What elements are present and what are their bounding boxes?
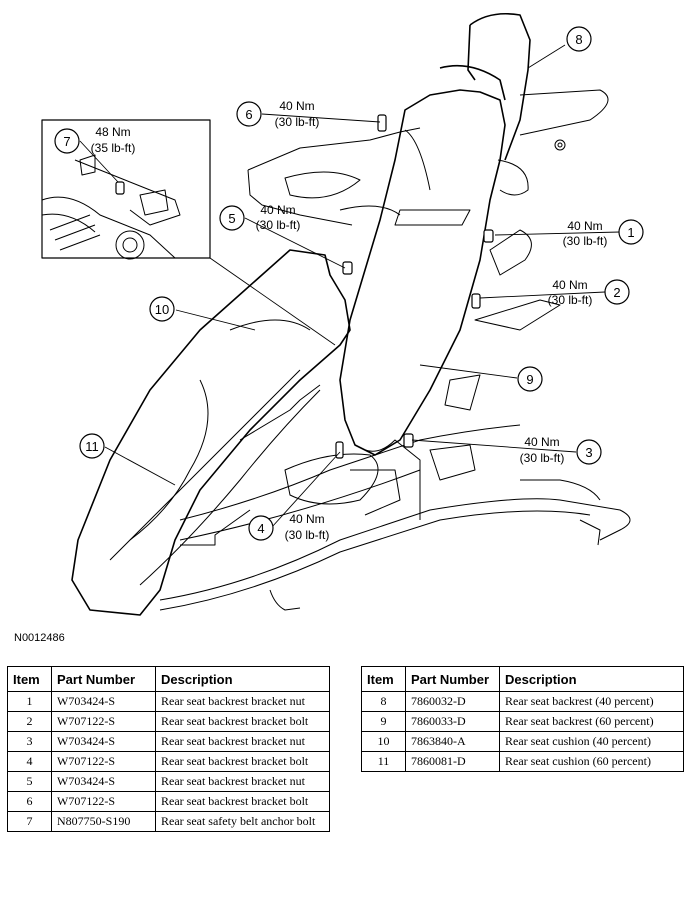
leader-lines [79,44,621,528]
callout-11-number: 11 [85,439,99,454]
figure-id: N0012486 [14,632,65,644]
callout-8-number: 8 [575,32,582,47]
description-cell: Rear seat safety belt anchor bolt [155,811,330,832]
callout-9-number: 9 [526,372,533,387]
callout-6-torque-lbft: (30 lb-ft) [275,115,320,129]
header-description: Description [499,666,684,692]
part-number-cell: 7860032-D [405,691,500,712]
detail-inset [41,119,211,260]
description-cell: Rear seat backrest (40 percent) [499,691,684,712]
description-cell: Rear seat backrest (60 percent) [499,711,684,732]
part-number-cell: 7860033-D [405,711,500,732]
callout-4-number: 4 [257,521,264,536]
item-cell: 5 [7,771,52,792]
description-cell: Rear seat backrest bracket nut [155,731,330,752]
callout-7-number: 7 [63,134,70,149]
callout-4-torque-lbft: (30 lb-ft) [285,528,330,542]
callout-1-number: 1 [627,225,634,240]
item-cell: 10 [361,731,406,752]
callout-4-torque-nm: 40 Nm [289,512,324,526]
seat-diagram: 1 2 3 4 5 6 7 8 9 10 11 40 Nm (30 lb-ft)… [41,12,644,616]
callout-5-number: 5 [228,211,235,226]
part-number-cell: W707122-S [51,711,156,732]
callout-3-number: 3 [585,445,592,460]
callout-circles [54,26,644,541]
callout-3-torque-nm: 40 Nm [524,435,559,449]
description-cell: Rear seat backrest bracket bolt [155,751,330,772]
item-cell: 1 [7,691,52,712]
fasteners [115,114,494,459]
part-number-cell: 7863840-A [405,731,500,752]
seat-cushion [71,249,351,616]
item-cell: 8 [361,691,406,712]
callout-10-number: 10 [155,302,169,317]
header-part-number: Part Number [51,666,156,692]
part-number-cell: W703424-S [51,731,156,752]
header-item: Item [7,666,52,692]
description-cell: Rear seat backrest bracket nut [155,691,330,712]
header-description: Description [155,666,330,692]
description-cell: Rear seat backrest bracket bolt [155,791,330,812]
callout-6-torque-nm: 40 Nm [279,99,314,113]
part-number-cell: N807750-S190 [51,811,156,832]
item-cell: 2 [7,711,52,732]
header-item: Item [361,666,406,692]
item-cell: 9 [361,711,406,732]
description-cell: Rear seat cushion (40 percent) [499,731,684,752]
description-cell: Rear seat cushion (60 percent) [499,751,684,772]
part-number-cell: W707122-S [51,751,156,772]
item-cell: 11 [361,751,406,772]
callout-2-number: 2 [613,285,620,300]
callout-2-torque-lbft: (30 lb-ft) [548,293,593,307]
callout-5-torque-nm: 40 Nm [260,203,295,217]
part-number-cell: W703424-S [51,771,156,792]
seat-backrest [339,12,531,520]
callout-7-torque-lbft: (35 lb-ft) [91,141,136,155]
table-header-row: Item Part Number Description [361,666,684,692]
part-number-cell: 7860081-D [405,751,500,772]
item-cell: 7 [7,811,52,832]
callout-2-torque-nm: 40 Nm [552,278,587,292]
item-cell: 4 [7,751,52,772]
item-cell: 6 [7,791,52,812]
callout-6-number: 6 [245,107,252,122]
callout-5-torque-lbft: (30 lb-ft) [256,218,301,232]
part-number-cell: W707122-S [51,791,156,812]
description-cell: Rear seat backrest bracket nut [155,771,330,792]
callout-1-torque-lbft: (30 lb-ft) [563,234,608,248]
header-part-number: Part Number [405,666,500,692]
callout-7-torque-nm: 48 Nm [95,125,130,139]
vehicle-body [159,89,631,611]
description-cell: Rear seat backrest bracket bolt [155,711,330,732]
callout-3-torque-lbft: (30 lb-ft) [520,451,565,465]
part-number-cell: W703424-S [51,691,156,712]
item-cell: 3 [7,731,52,752]
table-header-row: Item Part Number Description [7,666,330,692]
callout-1-torque-nm: 40 Nm [567,219,602,233]
